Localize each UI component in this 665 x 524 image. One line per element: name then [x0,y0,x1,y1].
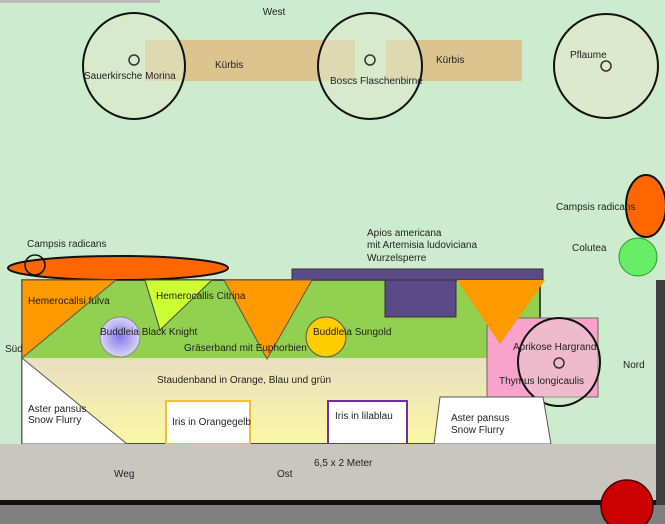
aster-left-label: Snow Flurry [28,415,81,426]
aster-right-label: Aster pansus [451,413,509,424]
red-shrub [600,479,654,524]
hemerocallis-citrina-area [144,279,214,331]
campsis-right [625,174,665,238]
buddleia-sungold [305,316,347,358]
iris-orange-label: Iris in Orangegelb [172,417,251,428]
direction-west: West [263,7,286,18]
orange-triangle [223,279,313,361]
campsis-left [7,255,229,281]
aster-right-label: Snow Flurry [451,425,504,436]
hemerocallis-fulva-label: Hemerocallsi fulva [28,296,110,307]
thymus-label: Thymus longicaulis [499,376,584,387]
buddleia-black-knight-label: Buddleia Black Knight [100,327,198,338]
iris-orange-area [165,400,251,445]
colutea-shrub [618,237,658,277]
pumpkin-label: Kürbis [436,55,464,66]
direction-south: Süd [5,344,23,355]
grass-band-label: Gräserband mit Euphorbien [184,343,307,354]
direction-east: Ost [277,469,293,480]
tree-trunk-icon [553,357,565,369]
tree-label: Sauerkirsche Morina [84,71,176,82]
hemerocallis-fulva-area [21,279,118,360]
path-edge [0,500,665,505]
tree-trunk-icon [364,54,376,66]
apios-area [384,279,457,318]
pumpkin-label: Kürbis [215,60,243,71]
path [0,444,656,500]
tree-boscs [317,12,423,120]
orange-triangle-right [457,280,545,344]
tree-label: Pflaume [570,50,607,61]
aprikose-label: Aprikose Hargrand [513,342,596,353]
buddleia-sungold-label: Buddleia Sungold [313,327,391,338]
colutea-label: Colutea [572,243,607,254]
tree-sauerkirsche [82,12,186,120]
apios-label: Apios americana [367,228,442,239]
path-label: Weg [114,469,134,480]
tree-aprikose [517,317,601,407]
street [0,505,665,524]
dimensions-label: 6,5 x 2 Meter [314,458,373,469]
aster-left-label: Aster pansus [28,404,86,415]
root-barrier [291,268,544,281]
campsis-right-label: Campsis radicans [556,202,635,213]
campsis-left-label: Campsis radicans [27,239,106,250]
tree-trunk-icon [600,60,612,72]
north-wall [656,280,665,505]
perennial-band-label: Staudenband in Orange, Blau und grün [157,375,331,386]
top-edge [0,0,160,3]
tree-pflaume [553,13,659,119]
campsis-left-trunk [24,254,46,276]
apios-label: mit Artemisia ludoviciana [367,240,477,251]
tree-trunk-icon [128,54,140,66]
iris-blue-area [327,400,408,445]
buddleia-black-knight [99,316,141,358]
direction-north: Nord [623,360,645,371]
hemerocallis-citrina-label: Hemerocallis Citrina [156,291,246,302]
tree-label: Boscs Flaschenbirne [330,76,423,87]
iris-blue-label: Iris in lilablau [335,411,393,422]
apios-label: Wurzelsperre [367,253,427,264]
